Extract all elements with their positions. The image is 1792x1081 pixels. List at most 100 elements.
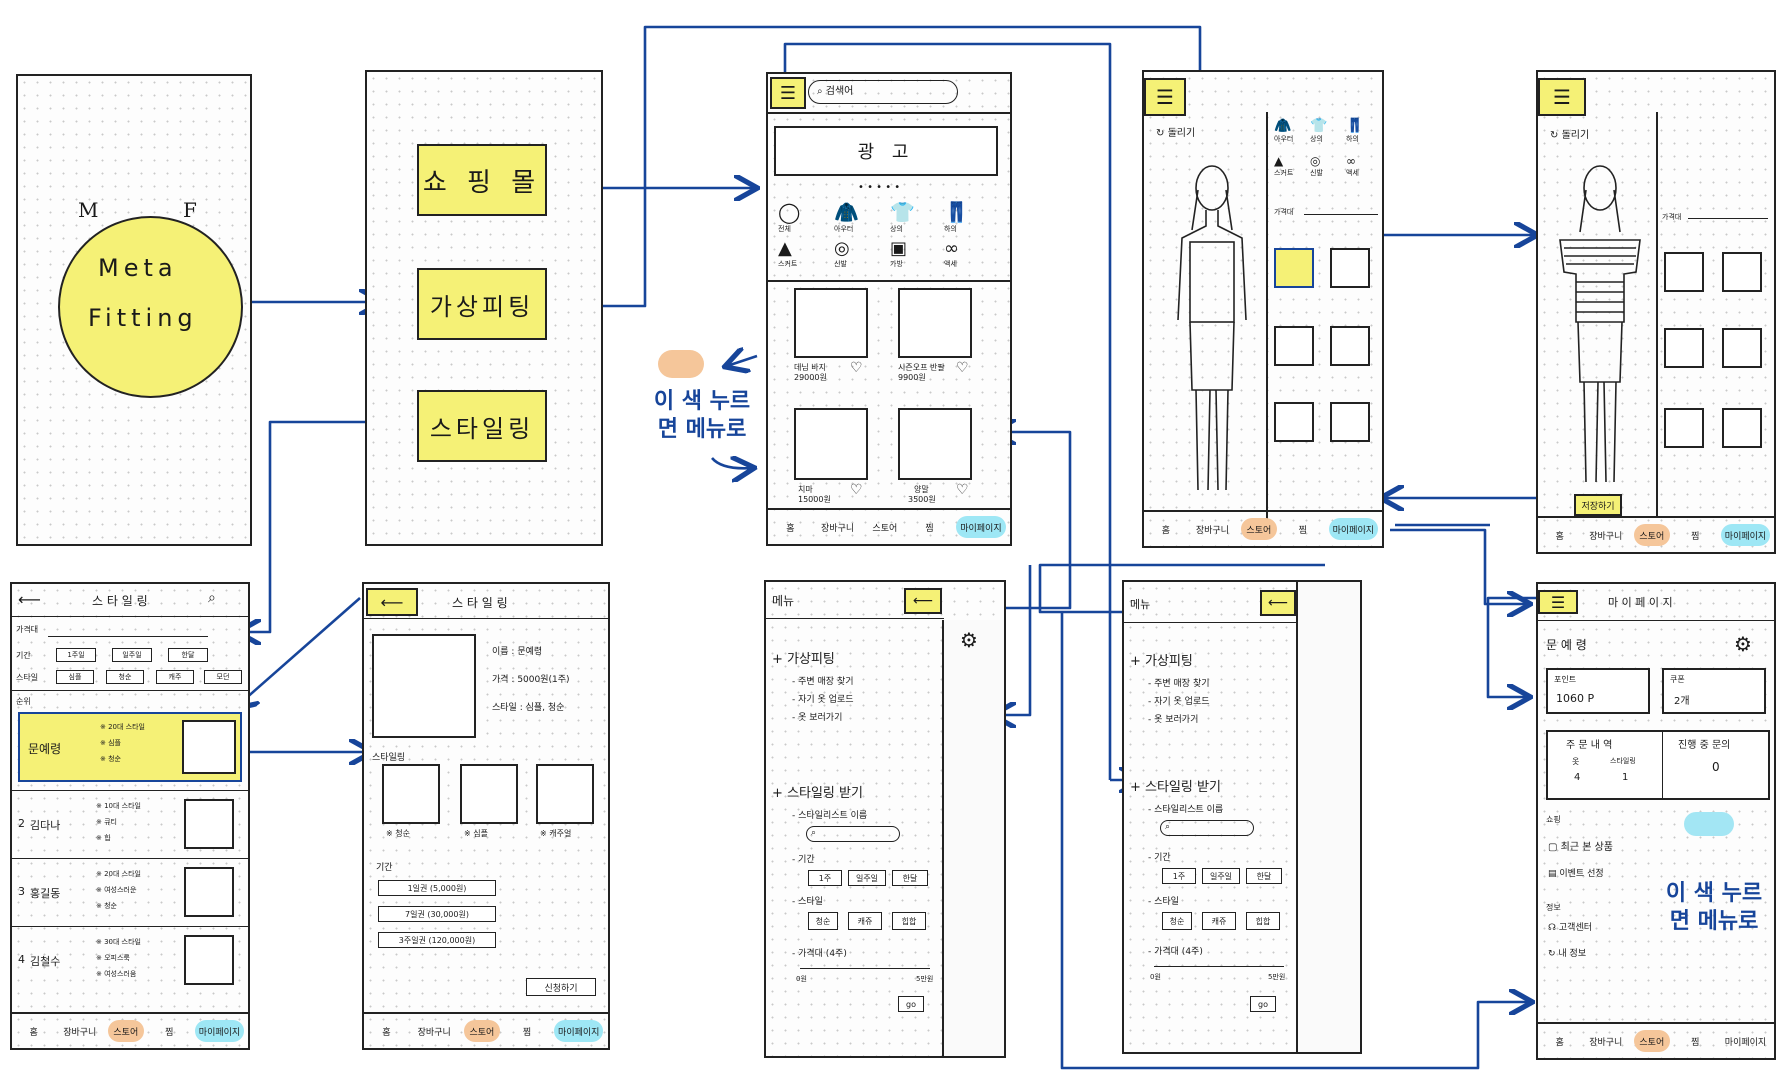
tab-home[interactable]: 홈 (1161, 525, 1171, 536)
apply-button[interactable]: 신청하기 (526, 978, 596, 996)
fit-item[interactable] (1274, 326, 1314, 366)
ad-banner[interactable]: 광 고 (774, 126, 998, 176)
back-arrow-icon[interactable]: ⟵ (18, 590, 41, 609)
fit-item[interactable] (1722, 252, 1762, 292)
tab-mypage[interactable]: 마이페이지 (194, 1020, 245, 1042)
period-option[interactable]: 한달 (1246, 868, 1282, 884)
price-slider[interactable] (1304, 214, 1378, 215)
style-option[interactable]: 힙합 (892, 912, 926, 930)
search-input[interactable]: ⌕ 검색어 (808, 80, 958, 104)
menu-item[interactable]: - 옷 보러가기 (792, 713, 843, 723)
tab-wish[interactable]: 찜 (1691, 1037, 1700, 1048)
category-item[interactable]: ◯전체 (778, 200, 801, 233)
tab-home[interactable]: 홈 (1555, 1037, 1564, 1048)
period-option[interactable]: 일주일 (848, 870, 886, 886)
tab-wish[interactable]: 찜 (522, 1027, 532, 1038)
tab-wish[interactable]: 찜 (1691, 531, 1700, 542)
period-option[interactable]: 1주 (1162, 868, 1196, 884)
myinfo-item[interactable]: ↻ 내 정보 (1548, 949, 1587, 959)
fit-item[interactable] (1330, 402, 1370, 442)
heart-icon[interactable]: ♡ (956, 482, 969, 498)
stylist-row[interactable]: 3 홍길동 ※ 20대 스타일 ※ 여성스러운 ※ 청순 (12, 858, 248, 927)
fit-item[interactable] (1274, 402, 1314, 442)
period-option[interactable]: 1주일 (56, 648, 96, 662)
rotate-button[interactable]: ↻ 돌리기 (1550, 130, 1590, 141)
style-option[interactable]: 힙합 (1246, 912, 1280, 930)
fit-item[interactable] (1664, 252, 1704, 292)
settings-icon[interactable]: ⚙ (960, 628, 978, 652)
tab-wish[interactable]: 찜 (925, 523, 934, 534)
tab-cart[interactable]: 장바구니 (1195, 525, 1229, 536)
menu-section-virtual[interactable]: + 가상피팅 (1130, 654, 1193, 669)
category-item[interactable]: 🧥아우터 (1274, 118, 1294, 143)
category-item[interactable]: ∞액세 (944, 238, 959, 268)
save-button[interactable]: 저장하기 (1574, 494, 1622, 516)
style-option[interactable]: 모던 (204, 670, 242, 684)
stylist-row[interactable]: 2 김다나 ※ 10대 스타일 ※ 큐티 ※ 힙 (12, 790, 248, 859)
price-slider[interactable] (1688, 218, 1768, 219)
back-button[interactable]: ⟵ (904, 588, 942, 614)
fit-item[interactable] (1664, 408, 1704, 448)
tab-mypage[interactable]: 마이페이지 (1724, 1037, 1767, 1048)
styling-button[interactable]: 스타일링 (417, 390, 547, 462)
tab-home[interactable]: 홈 (382, 1027, 391, 1038)
tab-mypage[interactable]: 마이페이지 (554, 1020, 604, 1042)
product-card[interactable] (794, 288, 868, 358)
back-button[interactable]: ⟵ (1260, 590, 1296, 616)
style-option[interactable]: 캐쥬 (848, 912, 882, 930)
hamburger-menu-button[interactable]: ☰ (1538, 78, 1586, 116)
stylist-search-input[interactable]: ⌕ (1160, 820, 1254, 836)
event-item[interactable]: ▤ 이벤트 선정 (1548, 869, 1604, 879)
menu-item[interactable]: - 옷 보러가기 (1148, 715, 1199, 725)
product-card[interactable] (898, 408, 972, 480)
stylist-row[interactable]: 4 김철수 ※ 30대 스타일 ※ 오피스룩 ※ 여성스러움 (12, 926, 248, 995)
category-item[interactable]: ◎신발 (1310, 154, 1323, 177)
fit-item-selected[interactable] (1274, 248, 1314, 288)
fit-item[interactable] (1722, 408, 1762, 448)
category-item[interactable]: 👕상의 (1310, 118, 1328, 143)
fit-item[interactable] (1664, 328, 1704, 368)
virtual-fitting-button[interactable]: 가상피팅 (417, 268, 547, 340)
category-item[interactable]: ▲스커트 (778, 238, 798, 268)
product-card[interactable] (794, 408, 868, 480)
stylist-row-highlighted[interactable]: 문예령 ※ 20대 스타일 ※ 심플 ※ 청순 (18, 712, 242, 782)
menu-item[interactable]: - 주변 매장 찾기 (1148, 679, 1210, 689)
category-item[interactable]: 👖하의 (1346, 118, 1364, 143)
look-card[interactable] (382, 764, 440, 824)
rotate-button[interactable]: ↻ 돌리기 (1156, 128, 1196, 139)
tab-cart[interactable]: 장바구니 (1589, 531, 1623, 542)
fit-item[interactable] (1330, 326, 1370, 366)
tab-home[interactable]: 홈 (786, 523, 795, 534)
back-button[interactable]: ⟵ (366, 588, 418, 616)
hamburger-menu-button[interactable]: ☰ (770, 77, 806, 109)
coupon-box[interactable]: 쿠폰 2개 (1662, 668, 1766, 714)
tab-home[interactable]: 홈 (29, 1027, 38, 1038)
category-item[interactable]: ◎신발 (834, 238, 850, 268)
go-button[interactable]: go (1250, 996, 1276, 1012)
order-box[interactable]: 주 문 내 역 진행 중 문의 옷 스타일링 4 1 0 (1546, 730, 1770, 800)
heart-icon[interactable]: ♡ (850, 360, 863, 376)
go-button[interactable]: go (898, 996, 924, 1012)
heart-icon[interactable]: ♡ (956, 360, 969, 376)
category-item[interactable]: ▣가방 (890, 238, 908, 268)
period-option[interactable]: 3주일권 (120,000원) (378, 932, 496, 948)
menu-section-styling[interactable]: + 스타일링 받기 (772, 786, 863, 801)
period-option[interactable]: 일주일 (1202, 868, 1240, 884)
style-option[interactable]: 캐주 (156, 670, 194, 684)
tab-store[interactable]: 스토어 (1240, 518, 1277, 540)
tab-mypage[interactable]: 마이페이지 (956, 516, 1006, 538)
period-option[interactable]: 한달 (892, 870, 928, 886)
tab-cart[interactable]: 장바구니 (63, 1027, 97, 1038)
settings-icon[interactable]: ⚙ (1734, 632, 1752, 656)
menu-section-virtual[interactable]: + 가상피팅 (772, 652, 835, 667)
hamburger-menu-button[interactable]: ☰ (1144, 78, 1186, 116)
tab-home[interactable]: 홈 (1555, 531, 1564, 542)
period-option[interactable]: 1일권 (5,000원) (378, 880, 496, 896)
style-option[interactable]: 청순 (1162, 912, 1192, 930)
fit-item[interactable] (1722, 328, 1762, 368)
price-slider[interactable] (1154, 966, 1284, 967)
tab-wish[interactable]: 찜 (1298, 525, 1307, 536)
logo-circle[interactable] (58, 216, 243, 398)
price-slider[interactable] (48, 636, 208, 637)
recent-item[interactable]: ▢ 최근 본 상품 (1548, 842, 1613, 853)
